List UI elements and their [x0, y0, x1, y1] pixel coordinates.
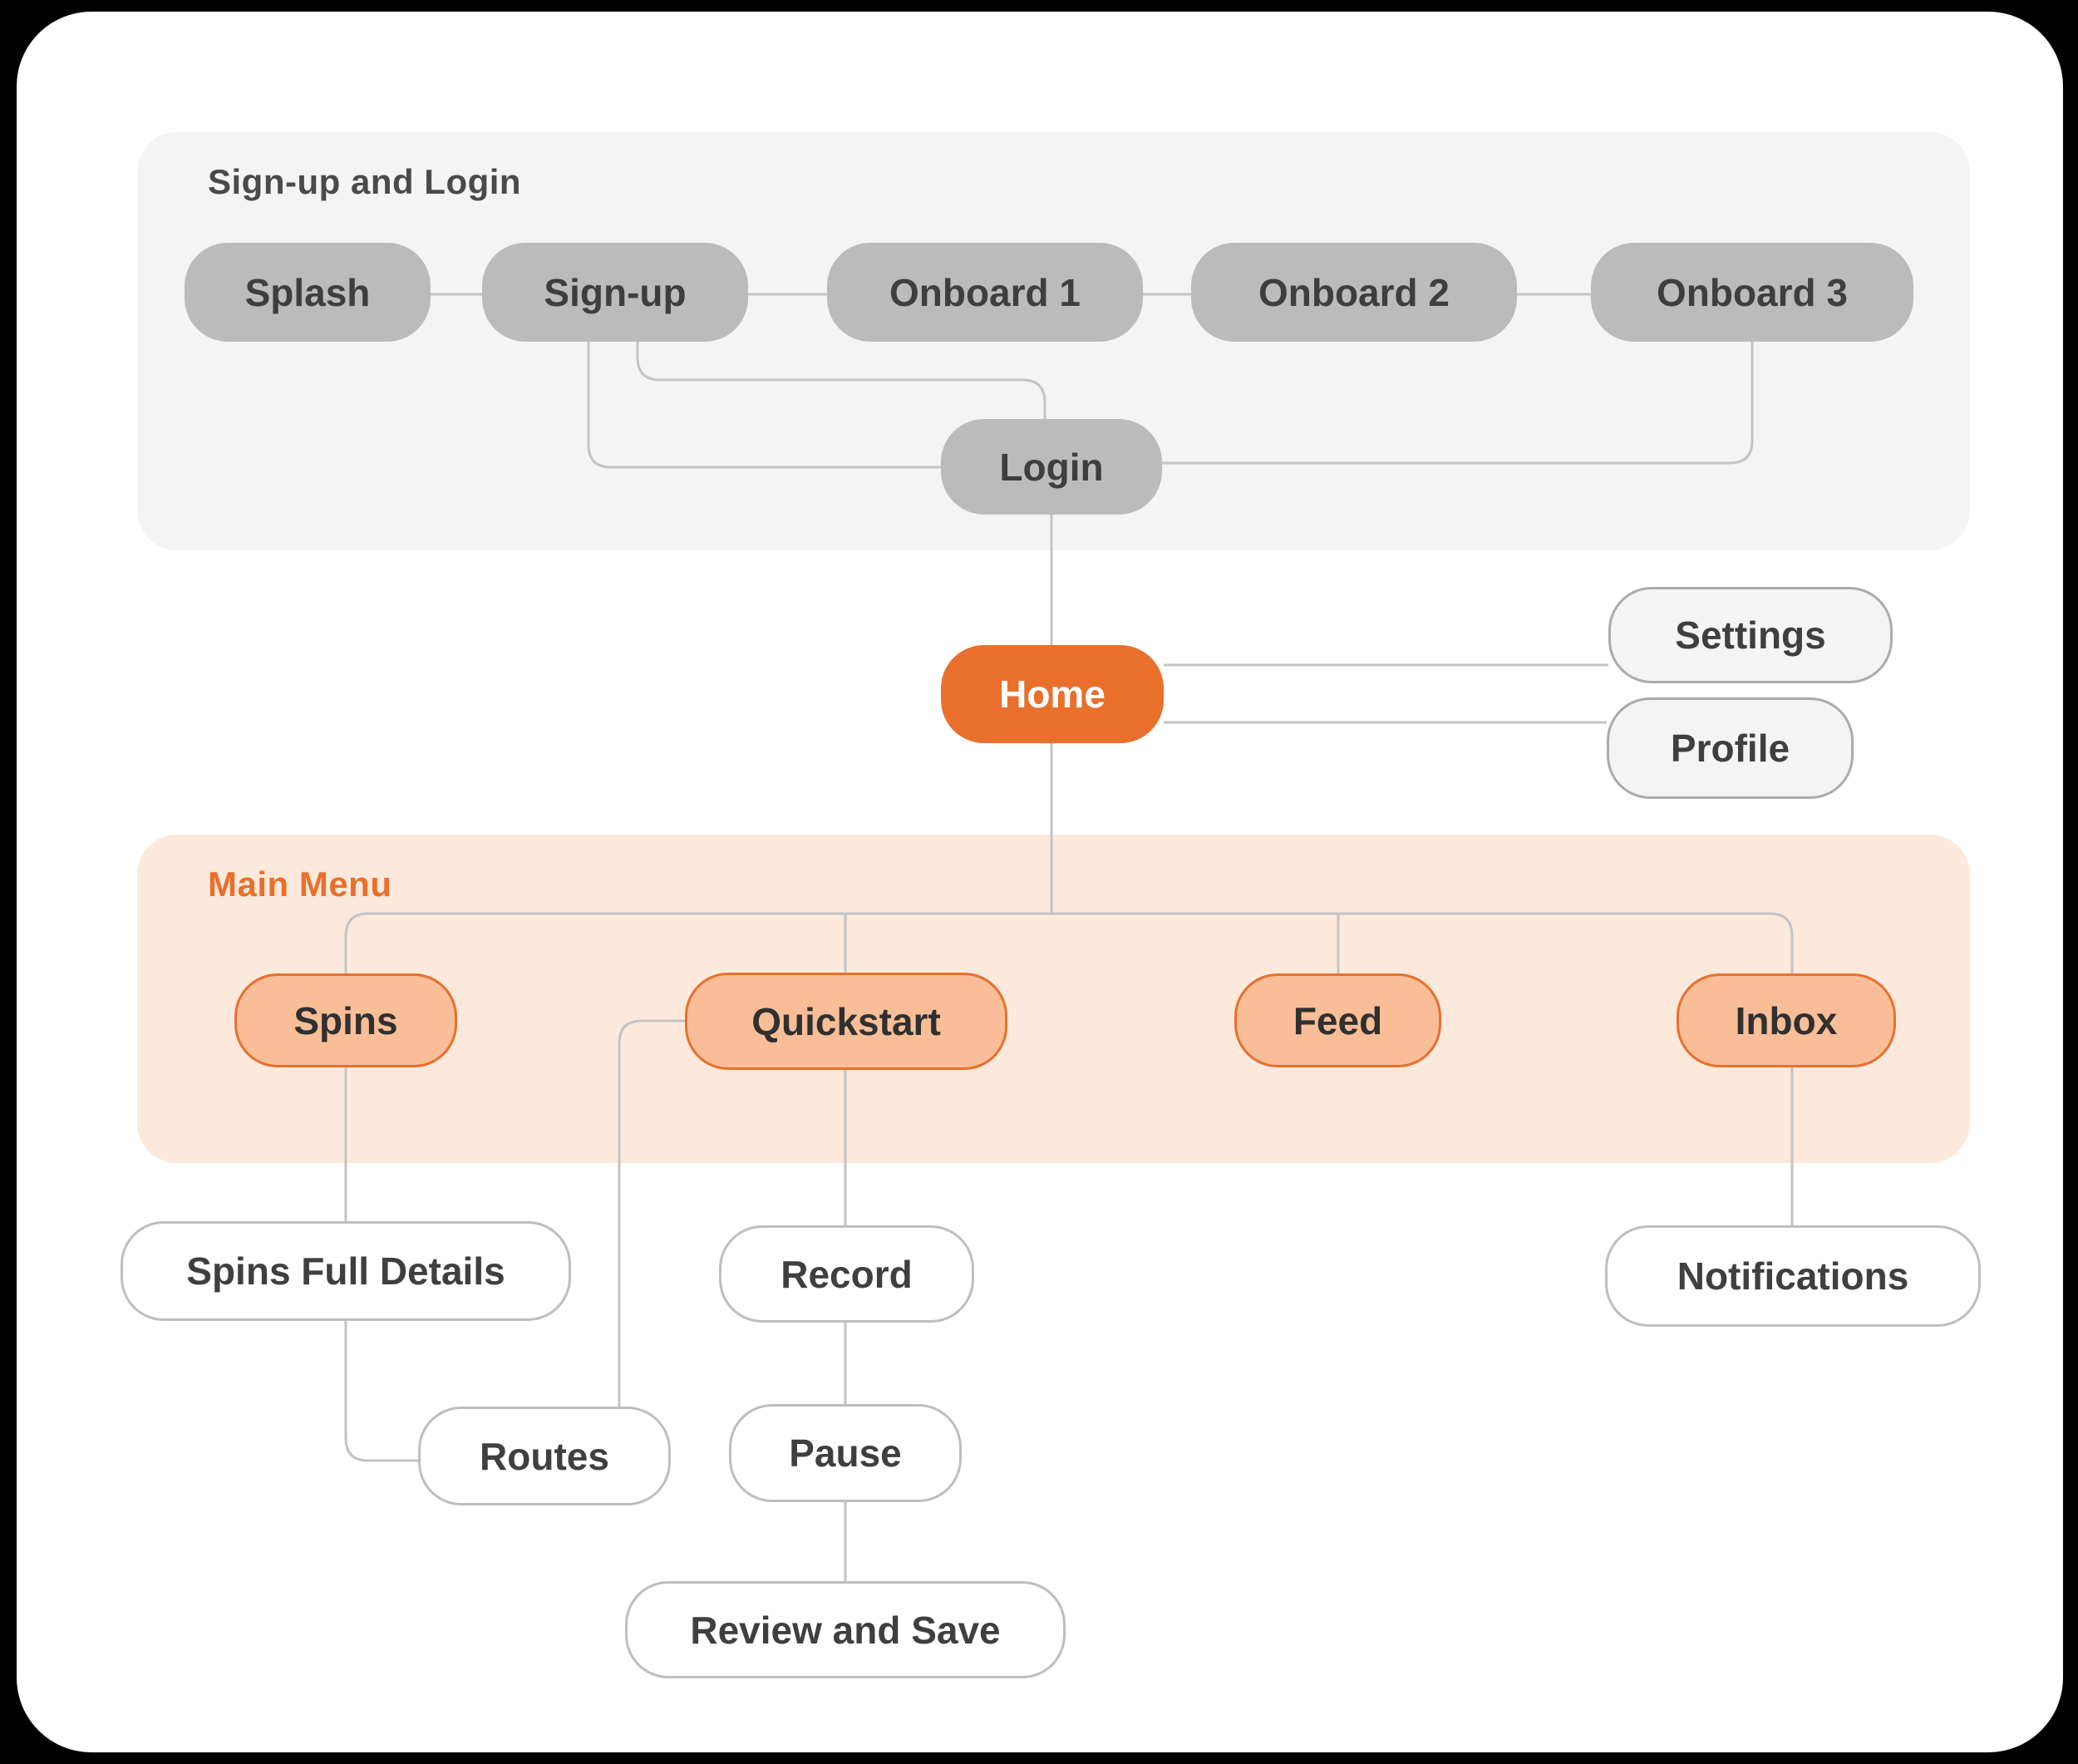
- node-review-and-save[interactable]: Review and Save: [625, 1581, 1066, 1678]
- edge-spinsdetails-routes: [344, 1321, 418, 1462]
- node-onboard-3[interactable]: Onboard 3: [1591, 243, 1913, 342]
- node-record[interactable]: Record: [719, 1225, 974, 1323]
- flow-canvas: Sign-up and Login Main Menu Splash Sign-u…: [17, 12, 2063, 1752]
- node-spins[interactable]: Spins: [234, 973, 457, 1067]
- node-home[interactable]: Home: [941, 645, 1164, 743]
- node-feed[interactable]: Feed: [1234, 973, 1441, 1067]
- node-spins-full-details[interactable]: Spins Full Details: [121, 1221, 571, 1321]
- node-splash[interactable]: Splash: [185, 243, 431, 342]
- group-signup-label: Sign-up and Login: [208, 162, 522, 201]
- node-inbox[interactable]: Inbox: [1677, 973, 1896, 1067]
- node-pause[interactable]: Pause: [729, 1404, 962, 1502]
- group-main-menu-label: Main Menu: [208, 865, 392, 904]
- node-quickstart[interactable]: Quickstart: [685, 973, 1007, 1070]
- node-sign-up[interactable]: Sign-up: [482, 243, 748, 342]
- node-onboard-1[interactable]: Onboard 1: [827, 243, 1143, 342]
- node-profile[interactable]: Profile: [1607, 697, 1854, 799]
- node-notifications[interactable]: Notifications: [1605, 1225, 1981, 1327]
- node-login[interactable]: Login: [941, 419, 1162, 515]
- node-routes[interactable]: Routes: [418, 1407, 671, 1505]
- node-onboard-2[interactable]: Onboard 2: [1191, 243, 1517, 342]
- node-settings[interactable]: Settings: [1608, 587, 1893, 683]
